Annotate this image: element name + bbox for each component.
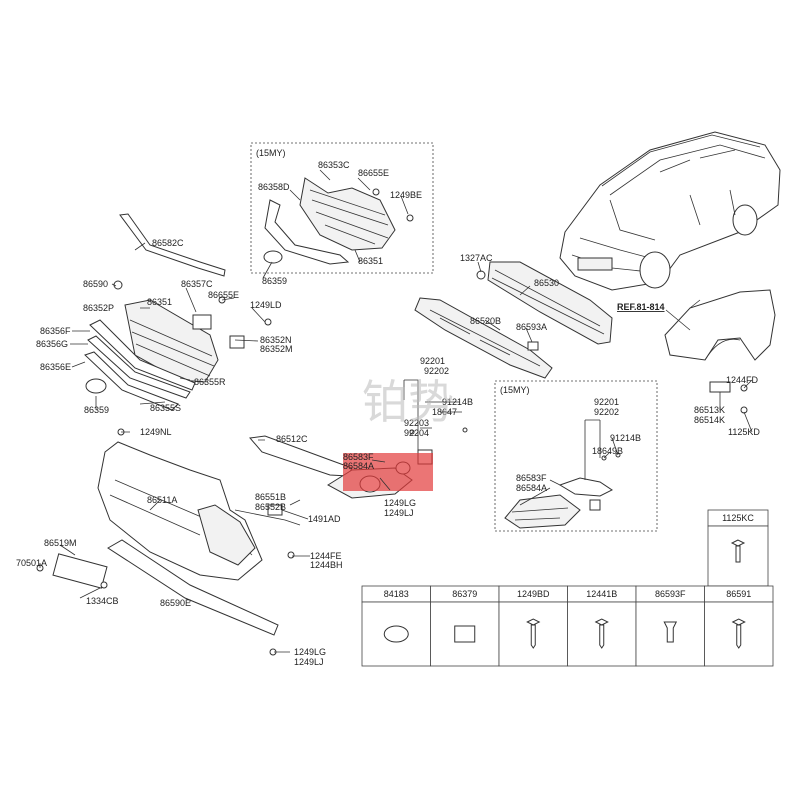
label-91214B: 91214B bbox=[610, 433, 641, 443]
label-86359: 86359 bbox=[84, 405, 109, 415]
label-86514K: 86514K bbox=[694, 415, 725, 425]
label-86355R: 86355R bbox=[194, 377, 226, 387]
watermark: 铂势 bbox=[362, 375, 454, 429]
label-1249LG: 1249LG bbox=[384, 498, 416, 508]
fastener-table: 1125KC 84183 86379 1249BD 12441B 86593F 86591 bbox=[361, 509, 774, 667]
label-86519M: 86519M bbox=[44, 538, 77, 548]
label-86352P: 86352P bbox=[83, 303, 114, 313]
label-86356G: 86356G bbox=[36, 339, 68, 349]
label-86513K: 86513K bbox=[694, 405, 725, 415]
right-box-title: (15MY) bbox=[500, 385, 530, 395]
label-86352M: 86352M bbox=[260, 344, 293, 354]
label-86655E: 86655E bbox=[358, 168, 389, 178]
leader-lines bbox=[39, 169, 753, 653]
cap-icon bbox=[454, 625, 476, 643]
label-86511A: 86511A bbox=[147, 495, 177, 505]
screw-icon bbox=[594, 618, 609, 649]
label-86584A: 86584A bbox=[343, 461, 374, 471]
top-grille[interactable] bbox=[263, 177, 414, 265]
label-86355S: 86355S bbox=[150, 403, 181, 413]
label-1249BE: 1249BE bbox=[390, 190, 422, 200]
table-body-cell bbox=[498, 601, 568, 667]
label-1249LJ: 1249LJ bbox=[294, 657, 324, 667]
label-18647: 18647 bbox=[432, 407, 457, 417]
top-box-title: (15MY) bbox=[256, 148, 286, 158]
label-1249LD: 1249LD bbox=[250, 300, 282, 310]
label-1244FD: 1244FD bbox=[726, 375, 759, 385]
table-header-label: 86379 bbox=[452, 589, 477, 599]
label-1491AD: 1491AD bbox=[308, 514, 341, 524]
label-92201: 92201 bbox=[594, 397, 619, 407]
table-cells: 84183 86379 1249BD 12441B 86593F 86591 bbox=[361, 585, 774, 667]
label-92202: 92202 bbox=[424, 366, 449, 376]
table-header-label: 12441B bbox=[586, 589, 617, 599]
label-1334CB: 1334CB bbox=[86, 596, 119, 606]
label-1125KD: 1125KD bbox=[728, 427, 760, 437]
right-variant-box bbox=[494, 380, 658, 532]
label-86590E: 86590E bbox=[160, 598, 191, 608]
energy-absorber[interactable] bbox=[414, 297, 553, 379]
label-91214B: 91214B bbox=[442, 397, 473, 407]
label-70501A: 70501A bbox=[16, 558, 47, 568]
label-86359: 86359 bbox=[262, 276, 287, 286]
label-86655E: 86655E bbox=[208, 290, 239, 300]
bolt-icon bbox=[730, 539, 746, 563]
part-labels: 86582C 86353C 86655E 86358D 1249BE 86359… bbox=[16, 160, 760, 667]
label-86352N: 86352N bbox=[260, 335, 292, 345]
label-92204: 92204 bbox=[404, 428, 429, 438]
label-86351: 86351 bbox=[147, 297, 172, 307]
label-86358D: 86358D bbox=[258, 182, 290, 192]
label-92201: 92201 bbox=[420, 356, 445, 366]
ref-label[interactable]: REF.81-814 bbox=[617, 302, 665, 312]
table-header-label: 86591 bbox=[726, 589, 751, 599]
table-header-label: 1249BD bbox=[517, 589, 550, 599]
label-1327AC: 1327AC bbox=[460, 253, 493, 263]
label-92203: 92203 bbox=[404, 418, 429, 428]
table-header-label: 86593F bbox=[655, 589, 686, 599]
bumper-reinforcement[interactable] bbox=[476, 261, 613, 345]
label-86582C: 86582C bbox=[152, 238, 184, 248]
main-grille[interactable] bbox=[84, 280, 272, 411]
label-92202: 92202 bbox=[594, 407, 619, 417]
label-86590: 86590 bbox=[83, 279, 108, 289]
label-1249LJ: 1249LJ bbox=[384, 508, 414, 518]
upper-trim-strip[interactable] bbox=[119, 213, 226, 277]
label-86512C: 86512C bbox=[276, 434, 308, 444]
label-86593A: 86593A bbox=[516, 322, 547, 332]
label-1249NL: 1249NL bbox=[140, 427, 172, 437]
front-bumper-cover[interactable] bbox=[36, 428, 301, 656]
label-1244FE: 1244FE bbox=[310, 551, 342, 561]
label-86353C: 86353C bbox=[318, 160, 350, 170]
label-1244BH: 1244BH bbox=[310, 560, 343, 570]
car-illustration bbox=[559, 131, 781, 291]
label-86584A: 86584A bbox=[516, 483, 547, 493]
label-86583F: 86583F bbox=[516, 473, 547, 483]
plug-icon bbox=[383, 625, 409, 643]
label-86357C: 86357C bbox=[181, 279, 213, 289]
table-top-header: 1125KC bbox=[722, 513, 754, 523]
label-1249LG: 1249LG bbox=[294, 647, 326, 657]
label-18649B: 18649B bbox=[592, 446, 623, 456]
table-header-label: 84183 bbox=[384, 589, 409, 599]
highlight-box bbox=[343, 453, 433, 491]
label-86351: 86351 bbox=[358, 256, 383, 266]
label-86530: 86530 bbox=[534, 278, 559, 288]
label-86356E: 86356E bbox=[40, 362, 71, 372]
clip-icon bbox=[663, 621, 678, 643]
label-86520B: 86520B bbox=[470, 316, 501, 326]
label-86583F: 86583F bbox=[343, 452, 374, 462]
label-86356F: 86356F bbox=[40, 326, 71, 336]
label-86552B: 86552B bbox=[255, 502, 286, 512]
label-86551B: 86551B bbox=[255, 492, 286, 502]
screw-icon bbox=[731, 618, 746, 649]
screw-icon bbox=[526, 618, 541, 649]
